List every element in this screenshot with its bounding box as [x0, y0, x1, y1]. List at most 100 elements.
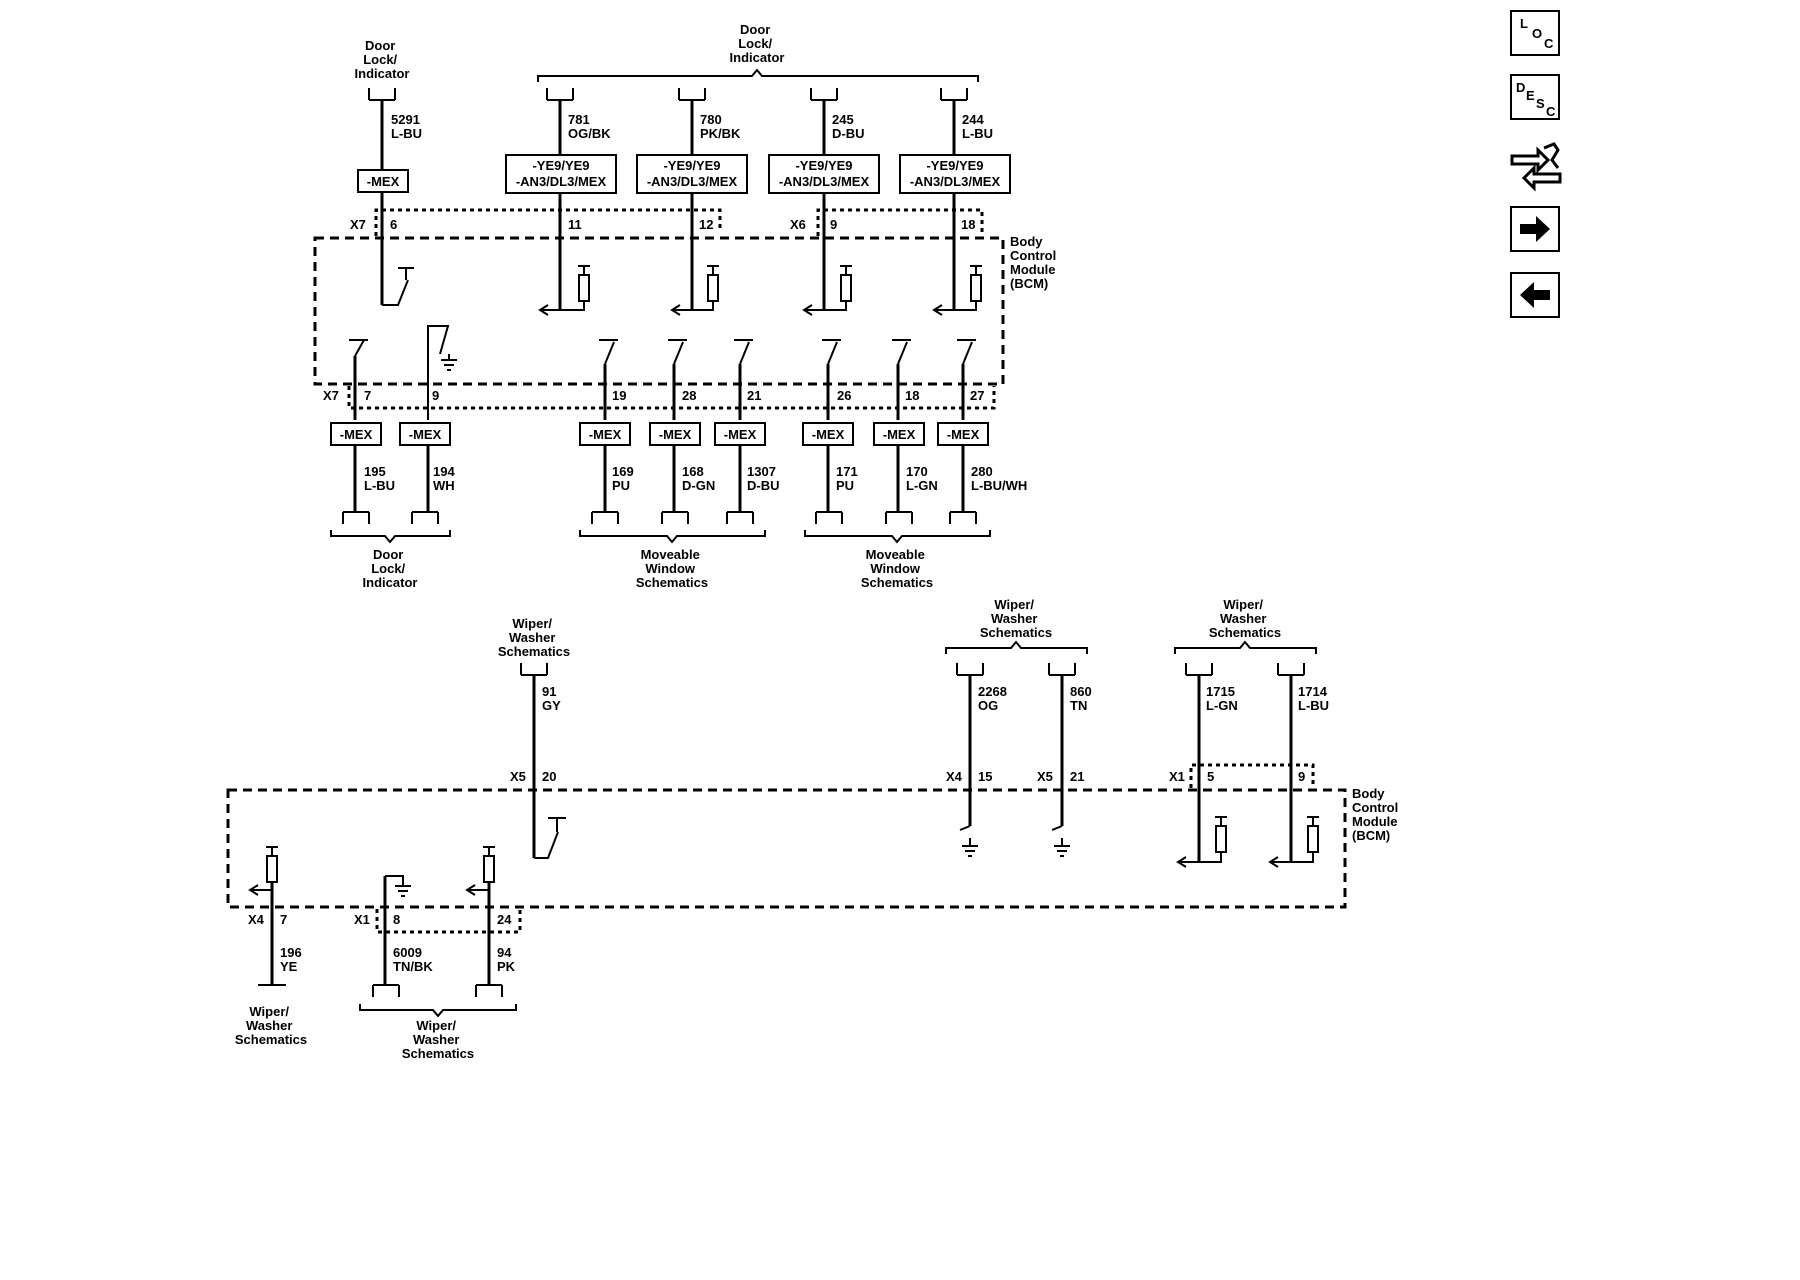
connector-label: X4	[248, 912, 265, 927]
connector-cup	[810, 87, 838, 101]
option-box: -MEX	[873, 422, 925, 446]
loc-letter: O	[1532, 26, 1543, 41]
option-box: -MEX	[714, 422, 766, 446]
desc-letter: E	[1526, 88, 1535, 103]
desc-button[interactable]: D E S C	[1510, 74, 1560, 120]
connector-label: X1	[354, 912, 370, 927]
pin-number: 9	[432, 388, 439, 403]
connector-swap-icon[interactable]	[1508, 138, 1564, 192]
pin-number: 6	[390, 217, 397, 232]
option-box: -MEX	[399, 422, 451, 446]
next-button[interactable]	[1510, 206, 1560, 252]
option-box: -MEX	[802, 422, 854, 446]
pin-number: 26	[837, 388, 851, 403]
input-circuit	[538, 265, 591, 316]
window-label: Moveable Window Schematics	[636, 547, 708, 590]
connector-cup	[678, 87, 706, 101]
loc-button[interactable]: L O C	[1510, 10, 1560, 56]
pin-number: 9	[1298, 769, 1305, 784]
option-box: -YE9/YE9-AN3/DL3/MEX	[768, 154, 880, 194]
top-section: Door Lock/ Indicator Door Lock/ Indicato…	[313, 22, 1056, 590]
connector-x7-top	[374, 208, 722, 236]
input-circuit	[1176, 816, 1228, 868]
connector-label: X4	[946, 769, 963, 784]
loc-letter: L	[1520, 16, 1528, 31]
pin-number: 15	[978, 769, 992, 784]
ground-switch	[959, 825, 979, 857]
door-lock-label-top: Door Lock/ Indicator	[730, 22, 785, 65]
svg-text:-YE9/YE9-AN3/DL3/MEX: -YE9/YE9-AN3/DL3/MEX	[779, 158, 870, 189]
svg-text:-MEX: -MEX	[589, 427, 622, 442]
door-lock-label-left: Door Lock/ Indicator	[355, 38, 410, 81]
pin-number: 7	[364, 388, 371, 403]
window-label: Moveable Window Schematics	[861, 547, 933, 590]
option-box: -MEX	[649, 422, 701, 446]
connector-x1-top	[1189, 763, 1315, 788]
bcm-module-top	[313, 236, 1005, 386]
bcm-module-bottom	[226, 788, 1347, 909]
output-switch	[668, 339, 687, 420]
svg-text:-MEX: -MEX	[409, 427, 442, 442]
connector-cup	[940, 87, 968, 101]
ground-pin	[383, 875, 412, 985]
svg-text:-MEX: -MEX	[883, 427, 916, 442]
svg-text:-YE9/YE9-AN3/DL3/MEX: -YE9/YE9-AN3/DL3/MEX	[910, 158, 1001, 189]
bottom-section: Wiper/ Washer Schematics Wiper/ Washer S…	[226, 597, 1402, 1061]
option-box: -YE9/YE9-AN3/DL3/MEX	[636, 154, 748, 194]
connector-x6-top	[816, 208, 984, 236]
pin-number: 18	[905, 388, 919, 403]
pin-number: 8	[393, 912, 400, 927]
input-circuit	[248, 846, 279, 985]
prev-button[interactable]	[1510, 272, 1560, 318]
connector-label: X6	[790, 217, 806, 232]
pin-number: 27	[970, 388, 984, 403]
arrow-right-icon	[1520, 216, 1550, 242]
desc-letter: S	[1536, 96, 1545, 111]
option-box: -YE9/YE9-AN3/DL3/MEX	[899, 154, 1011, 194]
connector-label: X1	[1169, 769, 1185, 784]
input-circuit	[465, 846, 496, 985]
svg-text:-MEX: -MEX	[724, 427, 757, 442]
wiper-label: Wiper/ Washer Schematics	[498, 616, 570, 659]
pin-number: 11	[568, 217, 582, 232]
output-switch	[957, 339, 976, 420]
wiper-label: Wiper/ Washer Schematics	[980, 597, 1052, 640]
output-switch	[892, 339, 911, 420]
pin-number: 24	[497, 912, 512, 927]
svg-text:-MEX: -MEX	[659, 427, 692, 442]
module-label: Body Control Module (BCM)	[1352, 786, 1402, 843]
pin-number: 9	[830, 217, 837, 232]
svg-text:-MEX: -MEX	[947, 427, 980, 442]
pin-number: 20	[542, 769, 556, 784]
svg-text:-MEX: -MEX	[812, 427, 845, 442]
connector-x1-bottom	[375, 909, 522, 934]
connector-x7-bottom	[347, 386, 996, 410]
wiper-label: Wiper/ Washer Schematics	[402, 1018, 474, 1061]
pin-number: 5	[1207, 769, 1214, 784]
option-box: -MEX	[937, 422, 989, 446]
pin-number: 19	[612, 388, 626, 403]
connector-label: X7	[323, 388, 339, 403]
pin-number: 21	[1070, 769, 1084, 784]
output-switch	[734, 339, 753, 420]
output-switch	[599, 339, 618, 420]
output-switch	[822, 339, 841, 420]
pin-number: 28	[682, 388, 696, 403]
input-circuit	[932, 265, 983, 316]
